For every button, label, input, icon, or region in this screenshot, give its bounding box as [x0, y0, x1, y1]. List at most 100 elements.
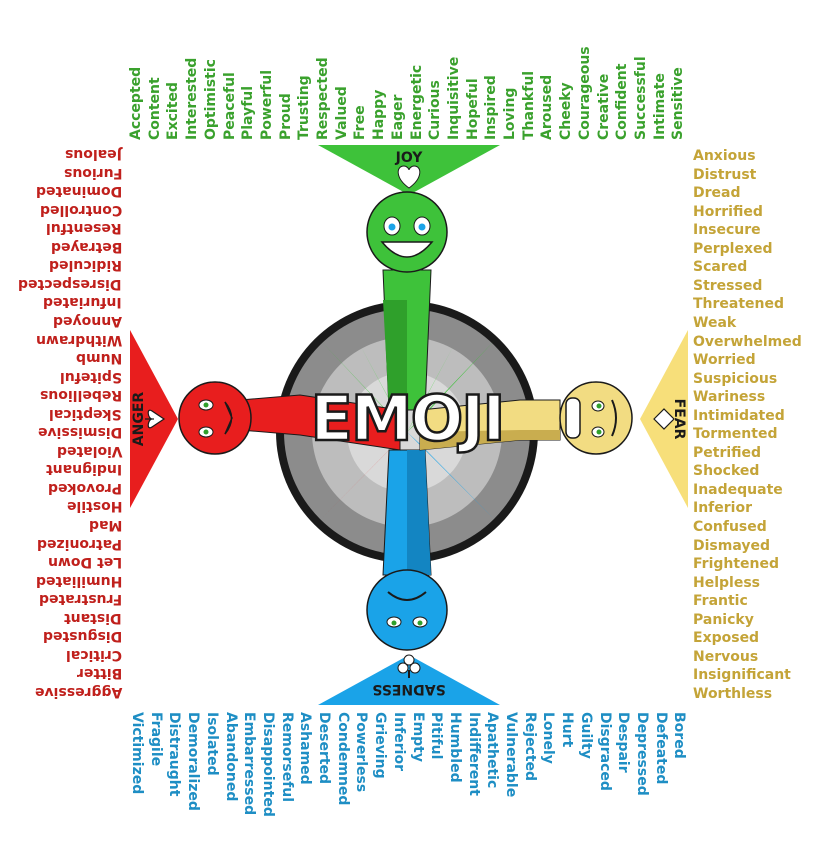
- anger-word: Spiteful: [60, 368, 122, 385]
- joy-word: Curious: [427, 80, 444, 140]
- clover-icon: [397, 654, 421, 678]
- sadness-word: Remorseful: [278, 712, 295, 803]
- anger-word: Skeptical: [49, 405, 122, 422]
- fear-word: Suspicious: [693, 370, 778, 387]
- joy-word: Thankful: [520, 70, 537, 140]
- anger-word: Indignant: [46, 461, 123, 478]
- joy-word: Inspired: [483, 75, 500, 140]
- sadness-word: Condemned: [334, 712, 351, 806]
- joy-word: Successful: [632, 56, 649, 140]
- sadness-word: Despair: [615, 712, 632, 773]
- fear-word: Insecure: [693, 222, 761, 239]
- anger-word: Bitter: [77, 665, 123, 682]
- joy-word: Hopeful: [464, 78, 481, 140]
- fear-word: Exposed: [693, 630, 760, 647]
- anger-word: Annoyed: [53, 312, 123, 329]
- sadness-word: Embarressed: [241, 712, 258, 816]
- fear-word: Distrust: [693, 166, 757, 183]
- joy-face: [366, 191, 448, 273]
- fear-word: Scared: [693, 259, 748, 276]
- anger-word: Numb: [76, 350, 123, 367]
- anger-word: Mad: [89, 517, 123, 533]
- fear-word: Nervous: [693, 648, 759, 665]
- anger-word: Humiliated: [36, 572, 123, 589]
- joy-word: Creative: [595, 73, 612, 140]
- anger-word: Ridiculed: [49, 257, 122, 274]
- anger-word: Betrayed: [51, 238, 123, 255]
- joy-word: Proud: [277, 93, 294, 140]
- joy-word: Free: [352, 105, 369, 140]
- joy-word: Intimate: [651, 73, 668, 140]
- sadness-word: Ashamed: [297, 712, 314, 785]
- joy-word: Respected: [315, 57, 331, 140]
- sadness-word: Disgraced: [596, 712, 613, 791]
- fear-word: Dismayed: [693, 537, 770, 554]
- sadness-word: Empty: [409, 712, 426, 762]
- anger-word: Withdrawn: [36, 331, 123, 348]
- sadness-word: Lonely: [540, 712, 557, 764]
- sadness-word: Powerless: [353, 712, 370, 793]
- anger-word: Distant: [64, 609, 122, 626]
- fear-word: Intimidated: [693, 407, 785, 424]
- sadness-word: Demoralized: [185, 712, 202, 811]
- sadness-word: Indifferent: [465, 712, 482, 796]
- joy-word: Happy: [371, 89, 388, 140]
- anger-word: Patronized: [37, 535, 122, 552]
- joy-label: JOY: [395, 150, 424, 166]
- anger-word: Critical: [66, 646, 123, 663]
- fear-word: Stressed: [693, 277, 763, 294]
- sadness-word: Bored: [671, 712, 688, 759]
- joy-word: Inquisitive: [445, 56, 462, 140]
- sadness-word: Hurt: [559, 712, 576, 748]
- sadness-triangle: [318, 655, 500, 705]
- sadness-word: Guilty: [577, 712, 594, 759]
- fear-label: FEAR: [671, 399, 687, 440]
- sadness-word: Fragile: [147, 712, 164, 767]
- anger-word: Frustrated: [39, 591, 123, 608]
- fear-word: Weak: [693, 314, 737, 331]
- fear-word: Overwhelmed: [693, 333, 802, 350]
- sadness-word: Deserted: [316, 712, 332, 785]
- sadness-word: Grieving: [372, 712, 389, 779]
- fear-word: Inadequate: [693, 481, 783, 498]
- anger-word: Jealous: [65, 146, 122, 162]
- anger-word: Infuriated: [43, 294, 122, 311]
- fear-word: Worthless: [693, 685, 773, 702]
- anger-word: Let Down: [48, 554, 123, 571]
- heart-icon: [397, 165, 421, 189]
- joy-word: Trusting: [296, 75, 313, 140]
- anger-word: Provoked: [48, 479, 122, 496]
- joy-word: Peaceful: [221, 72, 238, 140]
- sadness-word: Inferior: [390, 712, 407, 771]
- joy-word: Loving: [502, 87, 518, 140]
- anger-word: Aggressive: [35, 683, 123, 700]
- sadness-word: Distraught: [166, 712, 183, 797]
- diamond-icon: [653, 408, 675, 430]
- spade-icon: [145, 409, 166, 429]
- fear-word: Frightened: [693, 556, 780, 573]
- joy-word: Courageous: [576, 46, 593, 140]
- sadness-word: Apathetic: [484, 712, 501, 789]
- fear-word: Inferior: [693, 500, 752, 517]
- fear-word: Threatened: [693, 296, 785, 313]
- fear-word: Wariness: [693, 389, 766, 406]
- anger-face: [178, 381, 252, 455]
- anger-word: Dismissive: [38, 424, 123, 441]
- fear-word: Perplexed: [693, 240, 773, 257]
- fear-word: Helpless: [693, 574, 760, 591]
- joy-word: Excited: [165, 82, 182, 140]
- anger-word: Disrespected: [18, 275, 122, 292]
- title: EMOJI: [311, 382, 504, 455]
- joy-word: Powerful: [258, 69, 275, 140]
- sadness-word: Rejected: [521, 712, 538, 782]
- fear-word: Dread: [693, 185, 741, 202]
- joy-word: Cheeky: [558, 82, 575, 140]
- fear-face: [559, 381, 633, 455]
- sadness-word: Victimized: [129, 712, 145, 795]
- sadness-word: Defeated: [652, 712, 669, 785]
- sadness-word: Pitiful: [428, 712, 445, 760]
- joy-word: Interested: [184, 57, 201, 140]
- joy-word: Aroused: [539, 74, 556, 140]
- fear-word: Frantic: [693, 593, 748, 610]
